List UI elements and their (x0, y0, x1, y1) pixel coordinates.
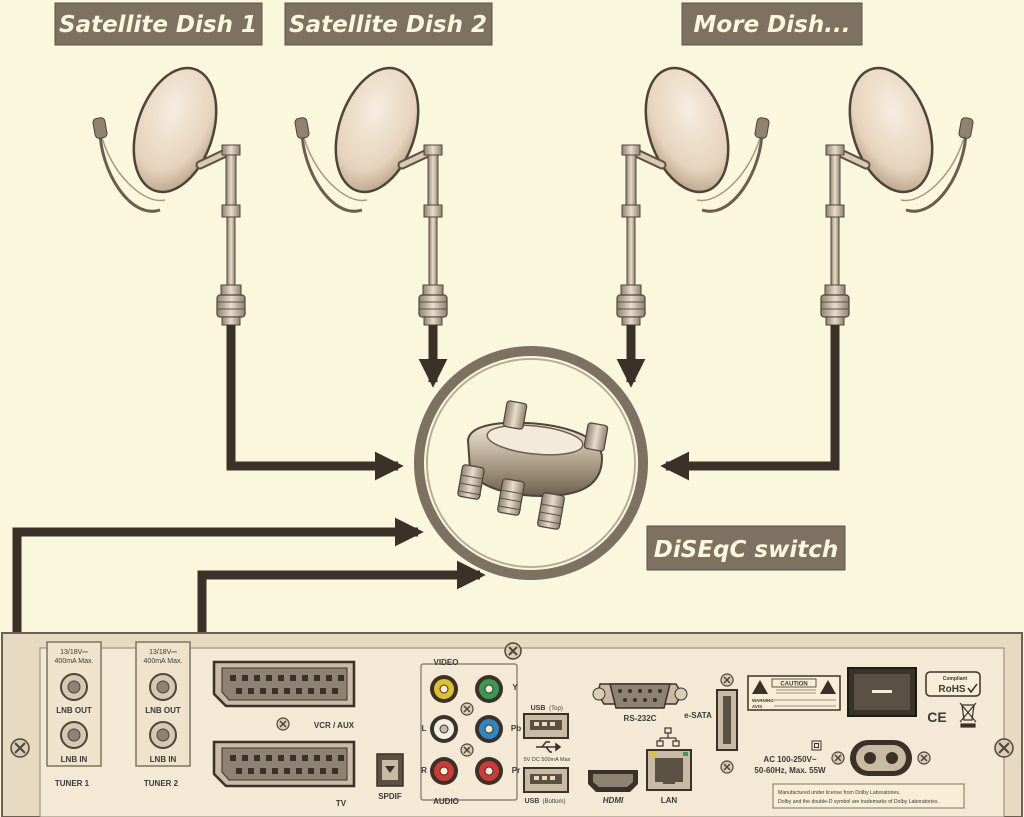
panel-screw-left (10, 738, 30, 758)
usb-icon (536, 741, 562, 753)
component-pb-blue[interactable] (475, 715, 503, 743)
dish2-label: Satellite Dish 2 (284, 2, 493, 46)
hdmi-label: HDMI (603, 796, 624, 805)
rohs-compliant-text: Compliant (943, 676, 968, 682)
avis-text: AVIS (752, 704, 762, 709)
pb-label: Pb (511, 724, 521, 733)
caution-text: CAUTION (780, 682, 807, 688)
rs232-label: RS-232C (624, 714, 657, 723)
video-label: VIDEO (434, 658, 459, 667)
tuner1-lnb-in-label: LNB IN (61, 755, 88, 764)
audio-r-red[interactable] (430, 757, 458, 785)
dolby-notice: Manufactured under license from Dolby La… (772, 783, 965, 809)
ce-mark: CE (927, 709, 946, 725)
tuner2-lnb-out-port[interactable] (149, 673, 177, 701)
y-label: Y (512, 683, 518, 692)
caution-label: CAUTION WARNING AVIS (747, 675, 841, 711)
dish2-label-text: Satellite Dish 2 (289, 12, 487, 38)
usb-top-sub: (Top) (549, 706, 563, 712)
class2-symbol (811, 740, 822, 751)
tuner2-lnb-out-label: LNB OUT (145, 706, 181, 715)
dolby-line-2: Dolby and the double-D symbol are tradem… (778, 799, 939, 805)
dish-cables (226, 325, 840, 481)
dish1-label: Satellite Dish 1 (54, 2, 263, 46)
socket-screw-right (917, 751, 931, 765)
more-dish-label-text: More Dish... (694, 12, 851, 38)
usb-bottom-sub: (Bottom) (542, 799, 565, 805)
lan-label: LAN (661, 796, 678, 805)
video-rca-yellow[interactable] (430, 675, 458, 703)
usb-power-label: 5V DC 500mA Max (524, 757, 571, 763)
ac-power-socket[interactable] (850, 740, 912, 776)
usb-top-port[interactable] (523, 713, 569, 739)
rohs-text: RoHS (938, 684, 966, 695)
usb-bottom-group: USB (Bottom) (525, 798, 566, 805)
usb-bottom-port[interactable] (523, 767, 569, 793)
lan-port[interactable] (646, 749, 692, 791)
diseqc-switch (414, 346, 648, 580)
satellite-dish-2 (294, 57, 447, 325)
satellite-dish-4 (821, 57, 974, 325)
scart-tv-port[interactable] (212, 740, 356, 788)
more-dish-label: More Dish... (681, 2, 863, 46)
diseqc-switch-label: DiSEqC switch (646, 525, 846, 571)
av-screw-2 (460, 743, 474, 757)
tuner2-lnb-in-label: LNB IN (150, 755, 177, 764)
power-switch[interactable] (847, 667, 917, 717)
scart-screw (276, 717, 290, 731)
lan-icon (656, 727, 680, 747)
tuner-1: 13/18V⎓ 400mA Max. LNB OUT LNB IN TUNER … (46, 641, 102, 788)
tuner-2: 13/18V⎓ 400mA Max. LNB OUT LNB IN TUNER … (135, 641, 191, 788)
esata-screw-top (720, 673, 734, 687)
r-label: R (421, 766, 427, 775)
dish1-label-text: Satellite Dish 1 (59, 12, 257, 38)
spdif-label: SPDIF (378, 792, 402, 801)
usb-top-label: USB (531, 705, 546, 712)
dolby-line-1: Manufactured under license from Dolby La… (778, 790, 900, 796)
satellite-dish-3 (617, 57, 770, 325)
usb-bottom-label: USB (525, 798, 540, 805)
satellite-dish-1 (92, 66, 246, 326)
ac-power-label: 50-60Hz, Max. 55W (754, 766, 826, 775)
scart-vcr-port[interactable] (212, 660, 356, 708)
weee-bin-icon (959, 702, 977, 728)
tuner1-lnb-out-label: LNB OUT (56, 706, 92, 715)
av-screw-1 (460, 702, 474, 716)
esata-label: e-SATA (684, 711, 712, 720)
audio-l-white[interactable] (430, 715, 458, 743)
esata-port[interactable] (716, 689, 738, 751)
tv-label: TV (336, 799, 347, 808)
usb-top-group: USB (Top) (531, 705, 563, 712)
rs232-port[interactable] (592, 683, 688, 709)
esata-screw-bottom (720, 760, 734, 774)
tuner1-name: TUNER 1 (55, 779, 90, 788)
component-pr-red[interactable] (475, 757, 503, 785)
socket-screw-left (831, 751, 845, 765)
hdmi-port[interactable] (588, 770, 638, 792)
pr-label: Pr (512, 766, 520, 775)
av-group: VIDEO AUDIO Y Pb Pr L R (420, 658, 521, 806)
tuner2-spec1: 13/18V⎓ (149, 649, 177, 656)
tuner1-lnb-in-port[interactable] (60, 721, 88, 749)
warning-text: WARNING (752, 698, 774, 703)
tuner2-name: TUNER 2 (144, 779, 179, 788)
panel-screw-top (504, 642, 522, 660)
tuner1-lnb-out-port[interactable] (60, 673, 88, 701)
ac-voltage-label: AC 100-250V~ (763, 755, 816, 764)
tuner2-lnb-in-port[interactable] (149, 721, 177, 749)
component-y-green[interactable] (475, 675, 503, 703)
l-label: L (422, 724, 427, 733)
tuner1-spec2: 400mA Max. (55, 658, 94, 665)
diseqc-switch-label-text: DiSEqC switch (654, 537, 838, 563)
vcr-aux-label: VCR / AUX (314, 721, 355, 730)
rohs-badge: Compliant RoHS (925, 671, 981, 697)
spdif-port[interactable] (376, 753, 404, 787)
panel-screw-right (994, 738, 1014, 758)
audio-label: AUDIO (433, 797, 459, 806)
tuner2-spec2: 400mA Max. (144, 658, 183, 665)
tuner1-spec1: 13/18V⎓ (60, 649, 88, 656)
